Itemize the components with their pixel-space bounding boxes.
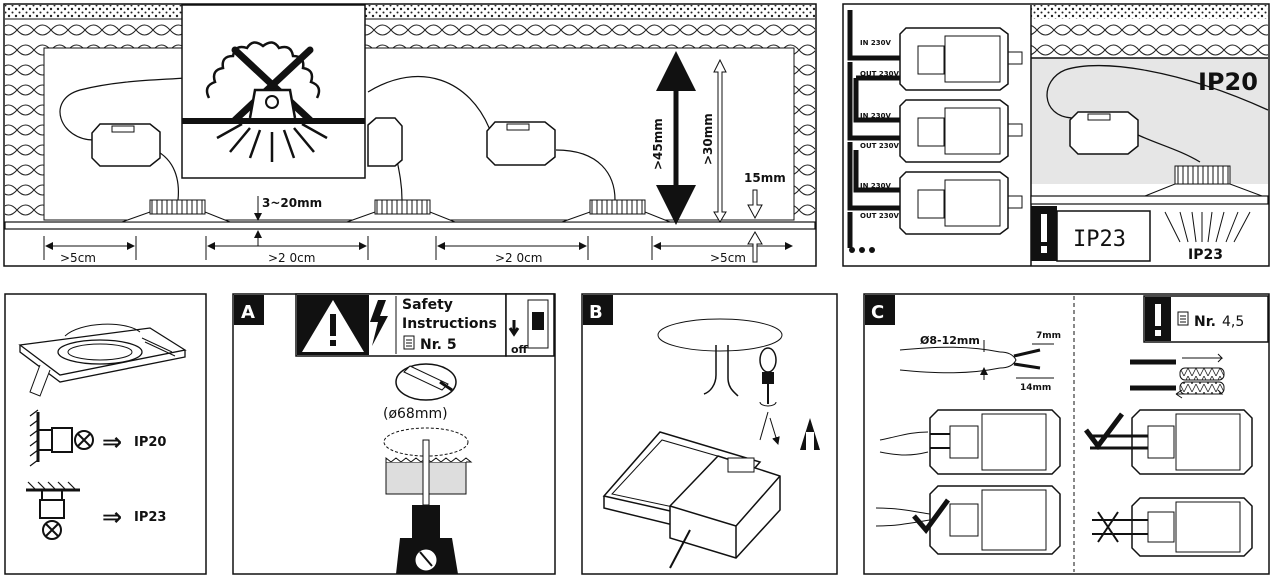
downlight-2: [346, 199, 456, 223]
ip-rating-lower-box: IP23: [1073, 227, 1126, 252]
chain-in-3: IN 230V: [860, 182, 892, 190]
panel-step-b: B: [581, 293, 838, 575]
panel-ip-mounting: ⇒ IP20 ⇒ IP23: [4, 293, 207, 575]
terminal-box-left-1: [879, 409, 1061, 475]
panel-step-a: A Safety Instructions Nr. 5 off: [232, 293, 556, 575]
driver-box-2: [367, 117, 403, 167]
cable-strip-dims: Ø8-12mm 7mm 14mm: [899, 331, 1061, 393]
step-a-label: A: [241, 302, 255, 323]
hole-diameter: (ø68mm): [383, 406, 448, 422]
ip-wall-arrow: ⇒: [102, 428, 122, 456]
ip-ceiling-arrow: ⇒: [102, 503, 122, 531]
chain-junction-box-2: [899, 99, 1023, 163]
downlight-3: [561, 199, 671, 223]
electric-hazard-icon: [370, 300, 388, 346]
checkmark-icon: [1084, 412, 1124, 451]
checkmark-icon: [912, 498, 951, 535]
step-c-label: C: [871, 302, 884, 323]
chain-junction-box-1: [899, 27, 1023, 91]
dim-depth-15: 15mm: [744, 171, 786, 185]
chain-continuation-dots: [849, 247, 875, 253]
terminal-box-left-2: [875, 485, 1061, 555]
safety-ref: Nr. 5: [420, 337, 457, 353]
driver-box-1: [91, 123, 161, 167]
chain-junction-box-3: [899, 171, 1023, 235]
reference-value: 4,5: [1222, 314, 1244, 330]
downlight-product: [18, 323, 187, 397]
hole-saw-icon: [395, 363, 457, 401]
dim-edge-left: >5cm: [60, 251, 96, 265]
driver-box-3: [486, 121, 556, 166]
panel-ceiling-spacing: >5cm >2 0cm >2 0cm >5cm 3~20mm >45mm >30…: [3, 3, 817, 267]
strip-long: 14mm: [1020, 383, 1051, 393]
safety-block: Safety Instructions Nr. 5: [295, 293, 507, 357]
safety-title-2: Instructions: [402, 316, 497, 332]
ip-rating-upper: IP20: [1198, 68, 1258, 96]
switch-off-label: off: [511, 343, 528, 356]
chain-in-2: IN 230V: [860, 112, 892, 120]
drill-icon: [383, 427, 473, 574]
panel-step-c: C Ø8-12mm 7mm 14mm Nr. 4,5: [863, 293, 1270, 575]
screwdriver-icon: [759, 347, 778, 444]
wall-mount-icon: [29, 409, 94, 467]
cable-diameter: Ø8-12mm: [920, 334, 980, 347]
up-arrow: [800, 418, 820, 450]
ip23-warning-box: IP23: [1031, 206, 1151, 262]
dim-depth-30: >30mm: [701, 113, 715, 165]
ceiling-mount-icon: [26, 481, 80, 540]
chain-out-2: OUT 230V: [860, 142, 899, 150]
reference-label: Nr.: [1194, 314, 1216, 330]
dim-spacing-1: >2 0cm: [268, 251, 315, 265]
dim-depth-45: >45mm: [651, 118, 665, 170]
terminal-box-right-1: [1084, 409, 1253, 475]
dim-gap: 3~20mm: [262, 196, 322, 210]
chain-out-3: OUT 230V: [860, 212, 899, 220]
manual-reference: Nr. 4,5: [1143, 295, 1269, 343]
dim-spacing-2: >2 0cm: [495, 251, 542, 265]
chain-in-1: IN 230V: [860, 39, 892, 47]
chain-out-1: OUT 230V: [860, 70, 899, 78]
downlight-1: [121, 199, 231, 223]
ip-driver-box: [1069, 111, 1139, 155]
power-switch-off: off: [505, 293, 555, 357]
spacing-dimensions: >5cm >2 0cm >2 0cm >5cm 3~20mm >45mm >30…: [43, 51, 793, 265]
junction-box-open: [602, 431, 781, 569]
step-b-label: B: [589, 302, 603, 323]
strip-short: 7mm: [1036, 331, 1061, 341]
ip-rating-lower-caption: IP23: [1188, 247, 1223, 263]
terminal-box-right-2: [1092, 497, 1253, 557]
panel-chain-ip: IN 230V OUT 230V IN 230V OUT 230V IN 230…: [842, 3, 1270, 267]
dim-edge-right: >5cm: [710, 251, 746, 265]
wire-insert-detail: [1130, 353, 1225, 399]
ip-wall-rating: IP20: [134, 435, 166, 450]
no-insulation-warning: [181, 4, 366, 179]
ip-ceiling-rating: IP23: [134, 510, 166, 525]
safety-title-1: Safety: [402, 297, 453, 313]
cross-icon: [1097, 511, 1119, 543]
